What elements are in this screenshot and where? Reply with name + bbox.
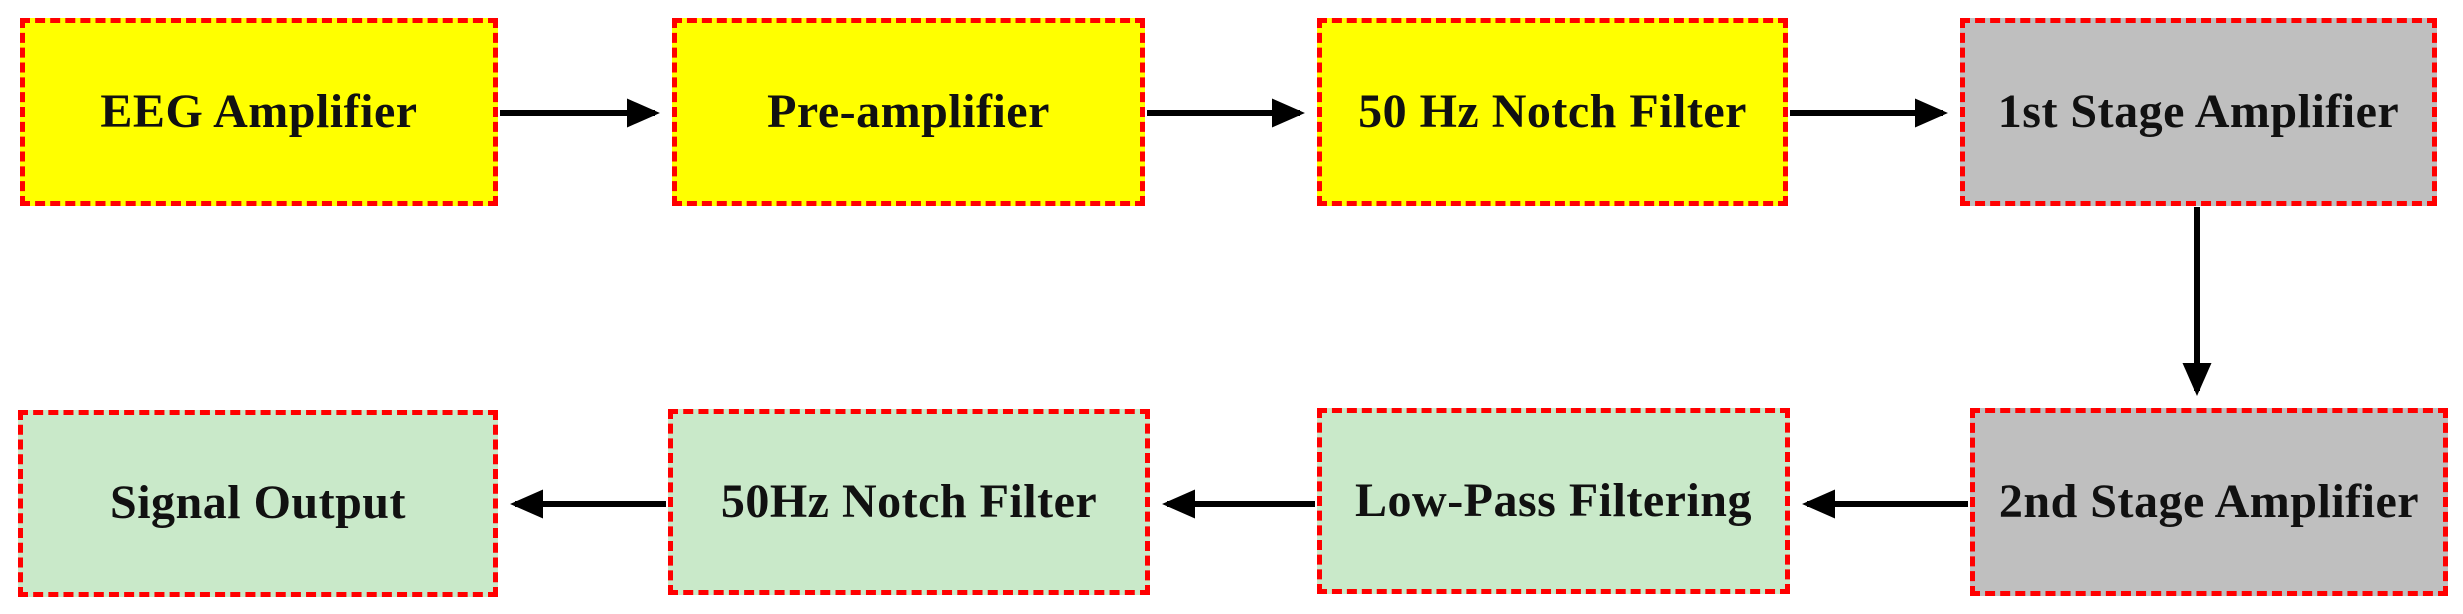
node-second-stage-amplifier: 2nd Stage Amplifier xyxy=(1970,408,2448,596)
node-signal-output-label: Signal Output xyxy=(110,476,406,530)
node-second-stage-amplifier-label: 2nd Stage Amplifier xyxy=(1998,474,2420,528)
node-notch-filter-input-label: 50 Hz Notch Filter xyxy=(1358,84,1747,138)
node-eeg-amplifier: EEG Amplifier xyxy=(20,18,498,206)
node-pre-amplifier: Pre-amplifier xyxy=(672,18,1145,206)
node-pre-amplifier-label: Pre-amplifier xyxy=(767,84,1050,138)
node-first-stage-amplifier: 1st Stage Amplifier xyxy=(1960,18,2437,206)
node-eeg-amplifier-label: EEG Amplifier xyxy=(100,84,418,138)
node-low-pass-filtering: Low-Pass Filtering xyxy=(1317,408,1790,594)
node-notch-filter-output: 50Hz Notch Filter xyxy=(668,409,1150,595)
node-signal-output: Signal Output xyxy=(18,410,498,597)
node-notch-filter-input: 50 Hz Notch Filter xyxy=(1317,18,1788,206)
node-notch-filter-output-label: 50Hz Notch Filter xyxy=(720,474,1098,528)
node-first-stage-amplifier-label: 1st Stage Amplifier xyxy=(1997,84,2400,138)
node-low-pass-filtering-label: Low-Pass Filtering xyxy=(1355,473,1752,527)
